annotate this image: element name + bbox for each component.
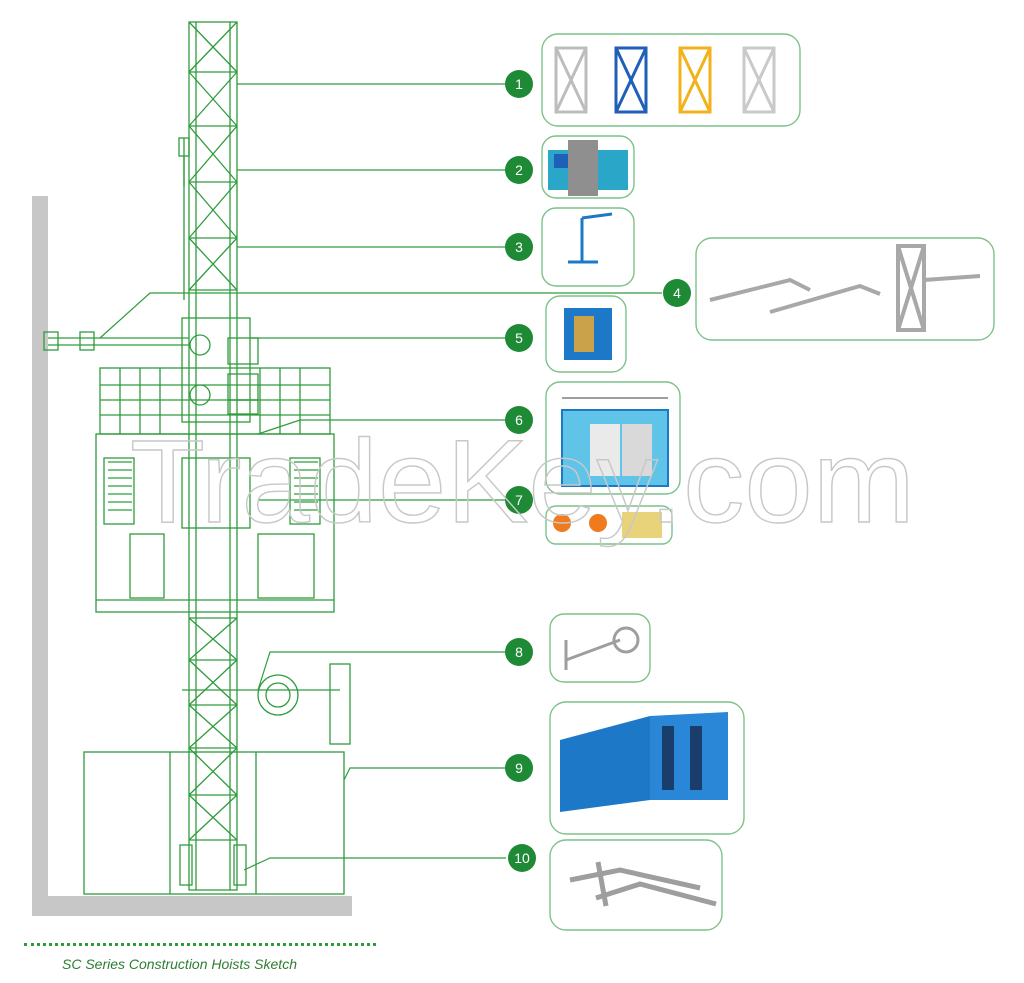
cable-drum-sketch [182, 663, 351, 745]
drive-unit-image [548, 140, 628, 196]
mast-sections-image [554, 46, 776, 114]
badge-7: 7 [505, 486, 533, 514]
svg-text:9: 9 [515, 760, 523, 776]
detail-box-3 [541, 207, 635, 287]
chassis-image [569, 861, 717, 907]
svg-text:6: 6 [515, 412, 523, 428]
jib-crane-image [568, 212, 613, 264]
cable-drum-image [564, 626, 640, 670]
base-enclosure-image [560, 712, 728, 812]
caption-divider [24, 943, 376, 946]
badge-1: 1 [505, 70, 533, 98]
badge-6: 6 [505, 406, 533, 434]
wall-ties-image [709, 244, 981, 332]
svg-text:8: 8 [515, 644, 523, 660]
building-wall [32, 196, 352, 916]
mast-tower [188, 21, 238, 891]
watermark-text: TradeKey.com [130, 416, 915, 548]
wall-tie-sketch [43, 331, 189, 351]
detail-box-1 [541, 33, 801, 127]
svg-text:10: 10 [514, 850, 530, 866]
svg-text:2: 2 [515, 162, 523, 178]
svg-text:1: 1 [515, 76, 523, 92]
svg-text:4: 4 [673, 285, 681, 301]
badge-5: 5 [505, 324, 533, 352]
cage-sketch [95, 367, 335, 613]
jib-crane-sketch [178, 137, 190, 300]
badge-9: 9 [505, 754, 533, 782]
badge-2: 2 [505, 156, 533, 184]
badge-8: 8 [505, 638, 533, 666]
base-enclosure-sketch [83, 751, 345, 895]
svg-text:5: 5 [515, 330, 523, 346]
cage-image [561, 397, 669, 487]
safety-device-image [553, 512, 662, 538]
diagram-caption: SC Series Construction Hoists Sketch [62, 956, 297, 972]
svg-text:7: 7 [515, 492, 523, 508]
badge-3: 3 [505, 233, 533, 261]
callout-badges: 1 2 3 4 5 6 7 8 9 10 [505, 70, 691, 872]
badge-10: 10 [508, 844, 536, 872]
drive-unit-sketch [181, 317, 259, 423]
svg-text:3: 3 [515, 239, 523, 255]
badge-4: 4 [663, 279, 691, 307]
drive-system-image [564, 308, 612, 360]
callout-lines [99, 83, 662, 871]
